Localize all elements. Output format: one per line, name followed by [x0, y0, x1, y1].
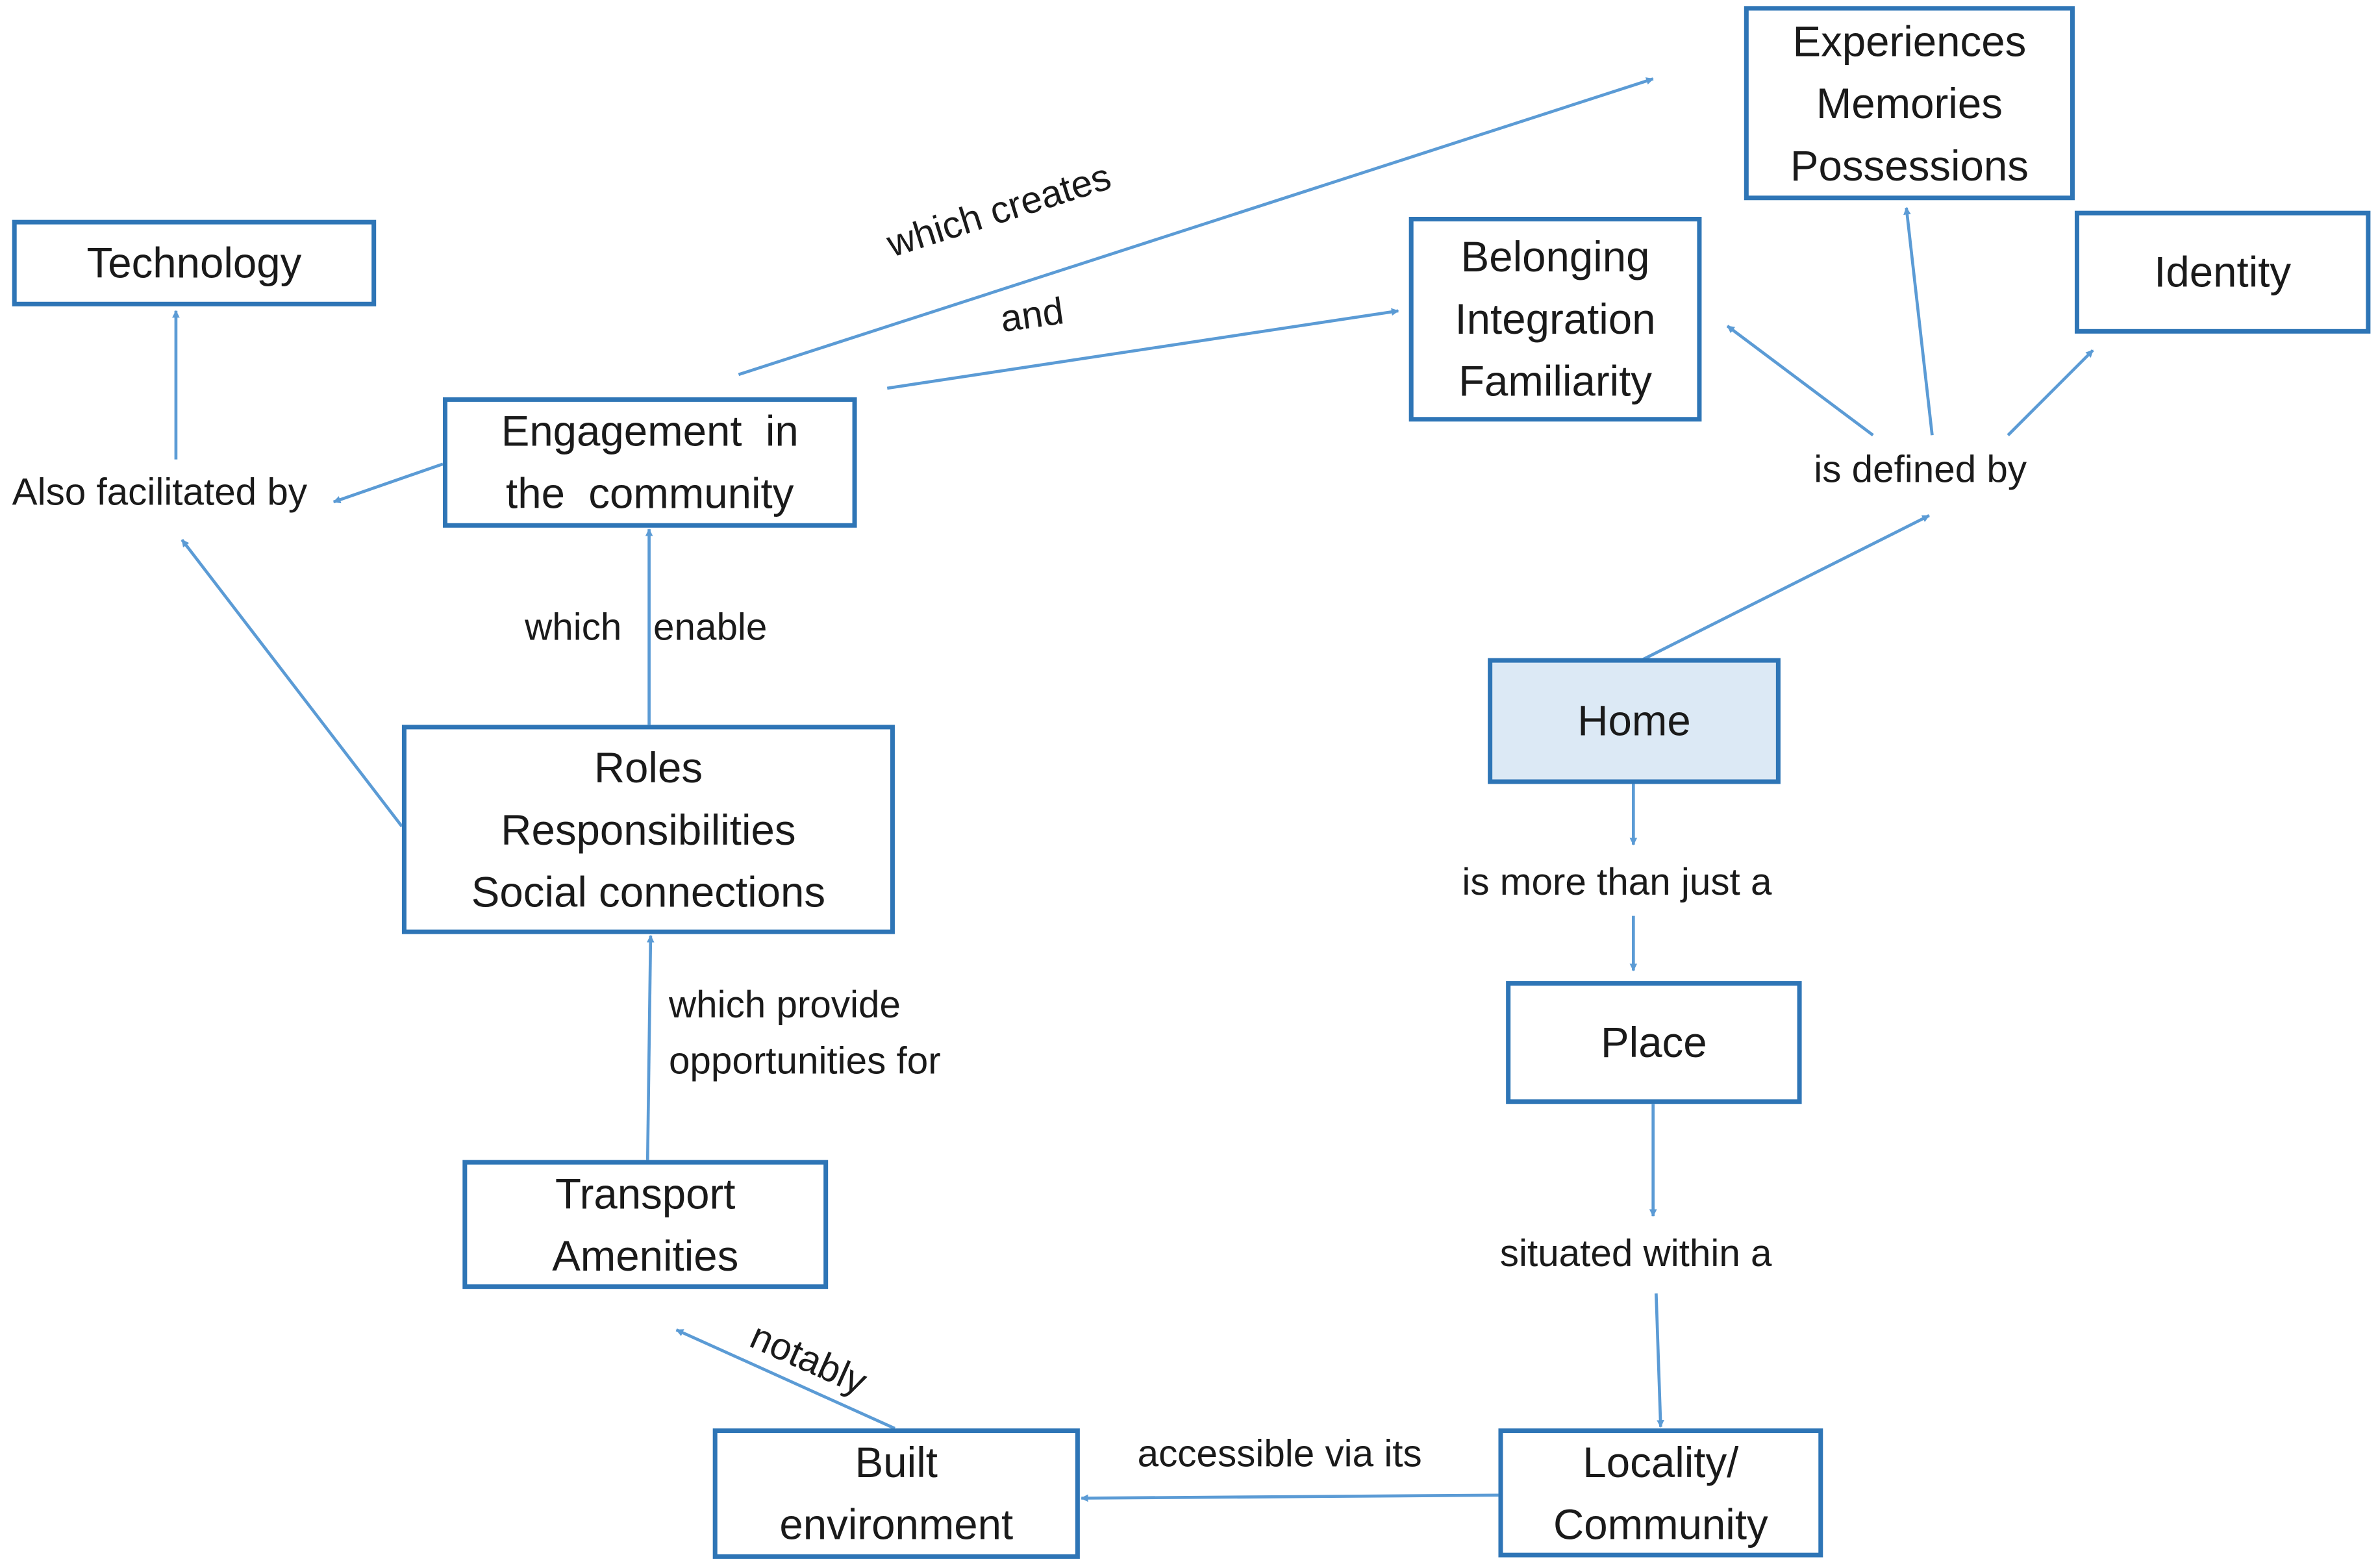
node-experiences-line: Memories	[1816, 79, 2003, 127]
label-is-more-than-just-a: is more than just a	[1462, 861, 1772, 904]
node-experiences: Experiences Memories Possessions	[1744, 6, 2075, 201]
node-transport-line: Transport	[555, 1169, 736, 1217]
arrow-defined-to-belonging	[1726, 325, 1874, 437]
node-built-line: Built	[855, 1439, 938, 1486]
node-transport: Transport Amenities	[462, 1160, 829, 1289]
node-roles-line: Roles	[594, 743, 703, 791]
arrow-engagement-to-belonging	[886, 308, 1399, 390]
node-experiences-line: Possessions	[1790, 142, 2029, 189]
node-identity-line: Identity	[2154, 249, 2292, 296]
arrow-transport-to-roles	[645, 934, 655, 1160]
arrow-engagement-to-experiences	[738, 77, 1654, 377]
node-engagement-line: Engagement in	[501, 408, 799, 455]
node-place-line: Place	[1601, 1019, 1707, 1066]
node-technology: Technology	[12, 219, 377, 306]
label-which-enable: which enable	[525, 606, 768, 649]
node-locality-line: Community	[1553, 1500, 1768, 1548]
node-roles-line: Responsibilities	[501, 806, 796, 853]
arrow-locality-to-built	[1081, 1493, 1499, 1502]
arrow-roles-to-facilitated	[181, 539, 403, 828]
node-built-line: environment	[779, 1501, 1014, 1549]
node-transport-line: Amenities	[552, 1232, 739, 1279]
label-situated-within-a: situated within a	[1499, 1232, 1772, 1276]
label-and: and	[997, 290, 1067, 342]
arrow-situated-to-locality	[1655, 1293, 1664, 1428]
node-roles-line: Social connections	[471, 868, 826, 915]
node-belonging-line: Belonging	[1460, 233, 1650, 281]
node-belonging: Belonging Integration Familiarity	[1408, 216, 1702, 422]
label-which-provide-line: opportunities for	[668, 1040, 941, 1083]
node-technology-line: Technology	[86, 240, 302, 287]
node-home: Home	[1488, 658, 1781, 784]
node-built: Built environment	[712, 1428, 1080, 1559]
node-engagement: Engagement in the community	[442, 397, 857, 528]
node-identity: Identity	[2074, 210, 2371, 334]
node-belonging-line: Familiarity	[1458, 358, 1653, 405]
node-engagement-line: the community	[506, 470, 794, 517]
label-which-provide-line: which provide	[668, 984, 901, 1027]
node-home-line: Home	[1577, 697, 1691, 745]
node-locality: Locality/ Community	[1498, 1428, 1823, 1558]
node-roles: Roles Responsibilities Social connection…	[401, 725, 895, 934]
node-place: Place	[1506, 981, 1802, 1104]
node-experiences-line: Experiences	[1792, 17, 2027, 65]
label-accessible-via-its: accessible via its	[1137, 1433, 1422, 1476]
arrow-built-to-transport	[675, 1328, 895, 1430]
arrow-engagement-to-facilitated	[332, 462, 444, 504]
label-also-facilitated-by: Also facilitated by	[12, 471, 308, 514]
arrow-defined-to-experiences	[1903, 206, 1934, 436]
arrow-defined-to-identity	[2007, 349, 2094, 436]
label-is-defined-by: is defined by	[1814, 449, 2027, 492]
node-locality-line: Locality/	[1583, 1438, 1739, 1486]
arrow-home-to-defined	[1642, 514, 1930, 662]
node-belonging-line: Integration	[1455, 295, 1656, 343]
